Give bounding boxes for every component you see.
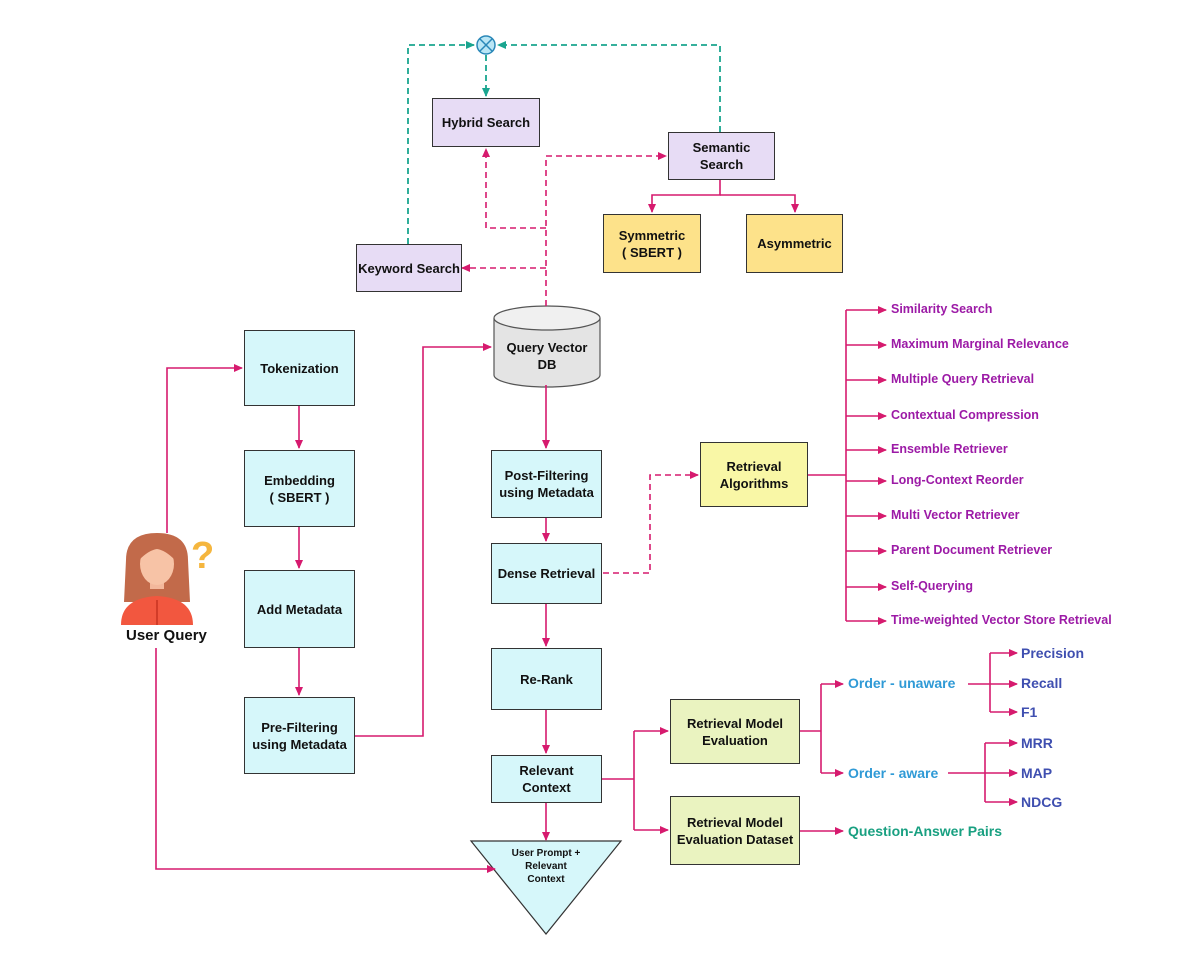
metric-label: MAP [1021,765,1053,781]
re-rank-box: Re-Rank [491,648,602,710]
algorithm-item: Multi Vector Retriever [891,508,1020,522]
dashed-flow-arrows [461,148,699,574]
metric-label: NDCG [1021,794,1063,810]
algorithm-item: Self-Querying [891,579,973,593]
tokenization-box: Tokenization [244,330,355,406]
user-prompt-label: User Prompt + Relevant Context [511,847,581,885]
combine-circle-icon [476,35,496,55]
metric-label: F1 [1021,704,1038,720]
question-mark-icon: ? [191,535,214,577]
semantic-search-box: Semantic Search [668,132,775,180]
question-answer-pairs-label: Question-Answer Pairs [848,823,1003,839]
cylinder-database-icon [493,305,601,388]
keyword-search-box: Keyword Search [356,244,462,292]
algorithm-item: Multiple Query Retrieval [891,372,1035,386]
post-filtering-box: Post-Filtering using Metadata [491,450,602,518]
algorithm-item: Time-weighted Vector Store Retrieval [891,613,1112,627]
embedding-box: Embedding ( SBERT ) [244,450,355,527]
retrieval-model-evaluation-box: Retrieval Model Evaluation [670,699,800,764]
algorithm-item: Long-Context Reorder [891,473,1024,487]
dense-retrieval-box: Dense Retrieval [491,543,602,604]
metric-label: Precision [1021,645,1085,661]
query-vector-db-label: Query Vector DB [506,340,588,372]
feedback-arrows [407,41,721,244]
retrieval-algorithms-box: Retrieval Algorithms [700,442,808,507]
metric-label: Recall [1021,675,1063,691]
retrieval-model-evaluation-dataset-box: Retrieval Model Evaluation Dataset [670,796,800,865]
algorithm-item: Ensemble Retriever [891,442,1008,456]
order-unaware-label: Order - unaware [848,675,956,691]
symmetric-box: Symmetric ( SBERT ) [603,214,701,273]
algorithm-item: Contextual Compression [891,408,1039,422]
user-query-label: User Query [126,627,207,644]
user-prompt-triangle [469,840,623,935]
relevant-context-box: Relevant Context [491,755,602,803]
pre-filtering-box: Pre-Filtering using Metadata [244,697,355,774]
metric-label: MRR [1021,735,1053,751]
algorithm-item: Parent Document Retriever [891,543,1053,557]
algorithm-item: Maximum Marginal Relevance [891,337,1069,351]
asymmetric-box: Asymmetric [746,214,843,273]
hybrid-search-box: Hybrid Search [432,98,540,147]
add-metadata-box: Add Metadata [244,570,355,648]
algorithm-item: Similarity Search [891,302,993,316]
order-aware-label: Order - aware [848,765,939,781]
flow-arrows [155,180,1018,873]
woman-avatar-icon [121,533,193,625]
